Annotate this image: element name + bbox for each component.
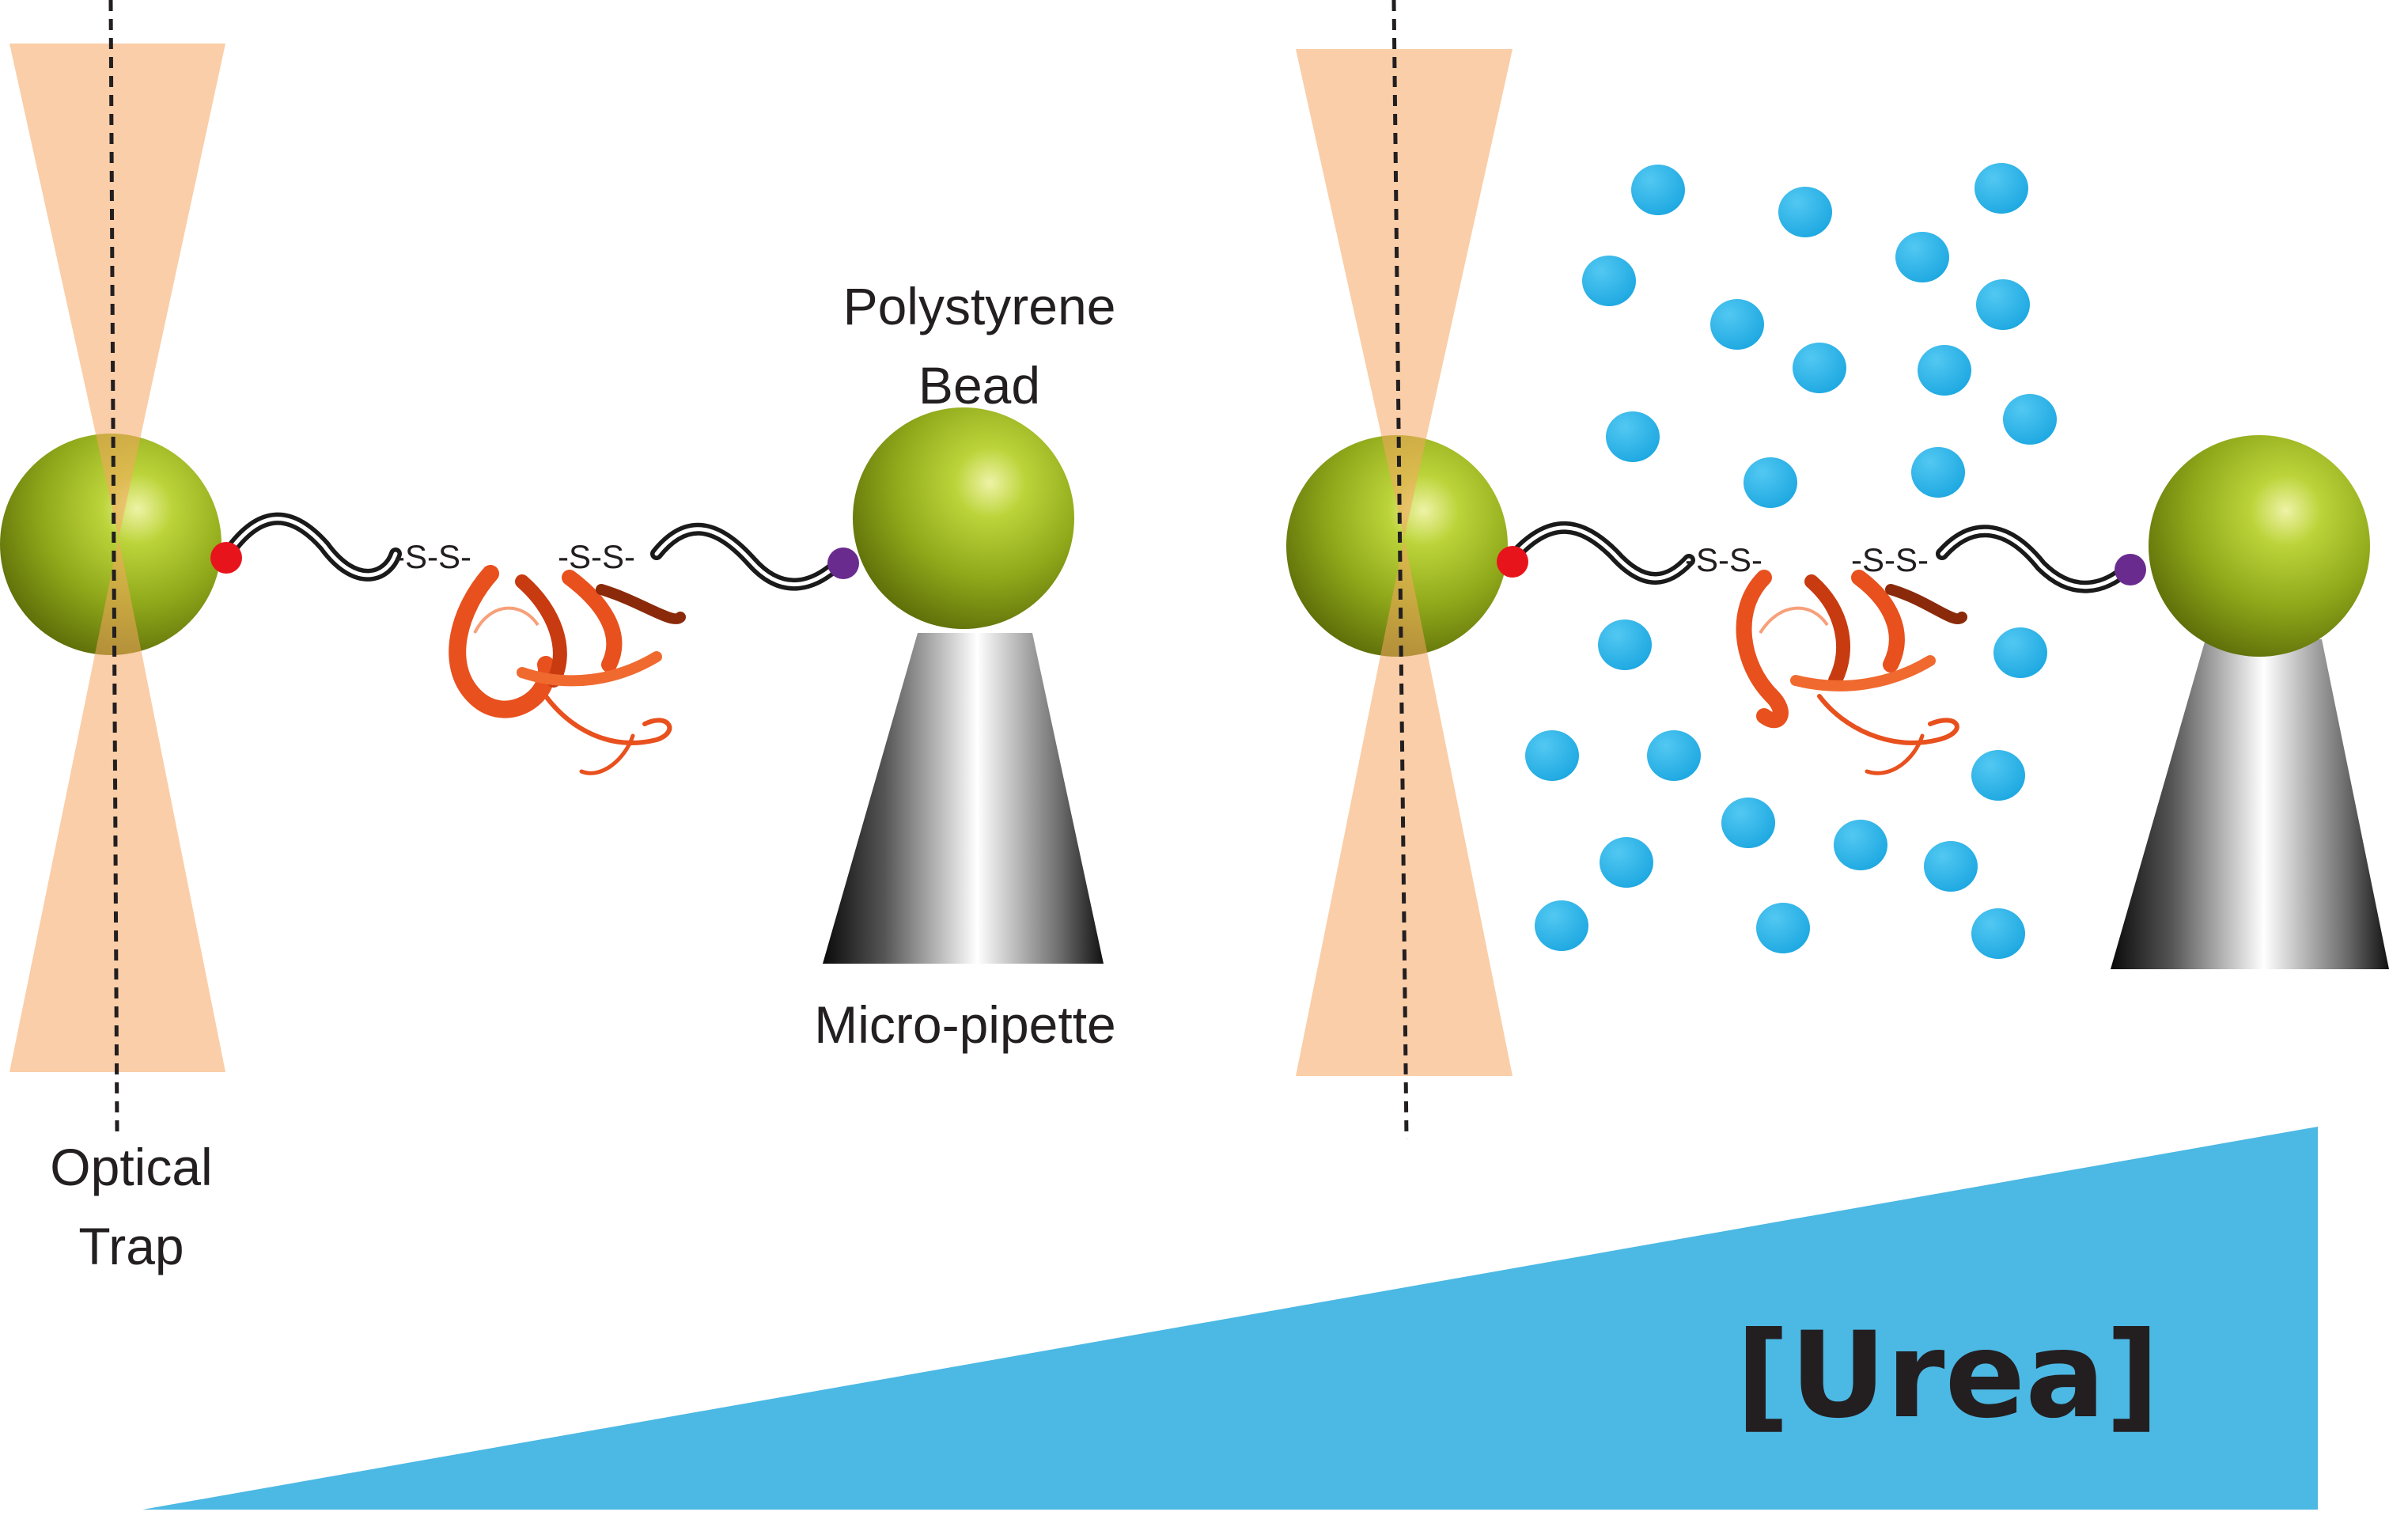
urea-molecule-dot-icon — [1895, 232, 1949, 282]
urea-molecule-dot-icon — [1535, 900, 1588, 951]
urea-molecule-dot-icon — [1721, 798, 1775, 848]
urea-molecule-dot-icon — [1993, 627, 2047, 678]
urea-molecule-dot-icon — [1918, 345, 1971, 396]
urea-molecule-dot-icon — [1582, 256, 1636, 306]
left-panel: -S-S- -S-S- Polystyrene Bead Micro-pipet… — [0, 0, 1116, 1275]
urea-molecule-dot-icon — [1600, 837, 1653, 888]
trapped-bead-icon — [1286, 435, 1508, 657]
disulfide-label-left: -S-S- — [394, 538, 471, 575]
micro-pipette-label: Micro-pipette — [814, 995, 1115, 1054]
polystyrene-label-line1: Polystyrene — [843, 277, 1116, 335]
purple-handle-icon — [2115, 554, 2146, 585]
urea-molecule-dot-icon — [1525, 730, 1579, 781]
trapped-bead-icon — [0, 434, 221, 655]
urea-molecule-dot-icon — [1911, 447, 1965, 498]
trap-axis-dashed-line — [1391, 0, 1409, 1140]
polystyrene-bead-icon — [2149, 435, 2370, 657]
protein-ribbon-icon — [1736, 570, 1967, 775]
urea-molecule-dot-icon — [1598, 620, 1652, 670]
urea-label: [Urea] — [1736, 1307, 2160, 1445]
right-panel: -S-S- -S-S- — [1286, 0, 2389, 1140]
red-handle-icon — [210, 542, 242, 574]
urea-molecule-dot-icon — [1974, 163, 2028, 214]
urea-molecule-dot-icon — [1710, 299, 1764, 350]
optical-trap-label-line2: Trap — [78, 1217, 184, 1275]
urea-molecule-dot-icon — [1971, 750, 2025, 801]
urea-molecules — [1525, 163, 2057, 959]
urea-molecule-dot-icon — [2003, 394, 2057, 445]
polystyrene-bead-icon — [853, 407, 1074, 629]
micro-pipette-icon — [2111, 639, 2389, 969]
urea-molecule-dot-icon — [1606, 411, 1660, 462]
optical-trap-label-line1: Optical — [50, 1138, 212, 1196]
urea-molecule-dot-icon — [1631, 165, 1685, 215]
optical-trap-beam-icon — [9, 44, 225, 1072]
urea-molecule-dot-icon — [1971, 908, 2025, 959]
optical-trap-beam-icon — [1296, 49, 1513, 1076]
urea-molecule-dot-icon — [1834, 820, 1887, 870]
urea-molecule-dot-icon — [1647, 730, 1701, 781]
protein-ribbon-icon — [449, 565, 686, 775]
polystyrene-label-line2: Bead — [918, 356, 1040, 415]
urea-molecule-dot-icon — [1778, 187, 1832, 237]
micro-pipette-icon — [823, 633, 1104, 964]
urea-molecule-dot-icon — [1744, 457, 1797, 508]
urea-molecule-dot-icon — [1756, 903, 1810, 953]
disulfide-label-right: -S-S- — [1851, 541, 1929, 578]
urea-gradient-wedge — [142, 1127, 2318, 1510]
disulfide-label-left: -S-S- — [1685, 541, 1762, 578]
purple-handle-icon — [827, 548, 859, 579]
disulfide-label-right: -S-S- — [558, 538, 635, 575]
red-handle-icon — [1497, 546, 1528, 578]
urea-molecule-dot-icon — [1793, 343, 1846, 393]
urea-molecule-dot-icon — [1924, 841, 1978, 892]
urea-molecule-dot-icon — [1976, 279, 2030, 330]
